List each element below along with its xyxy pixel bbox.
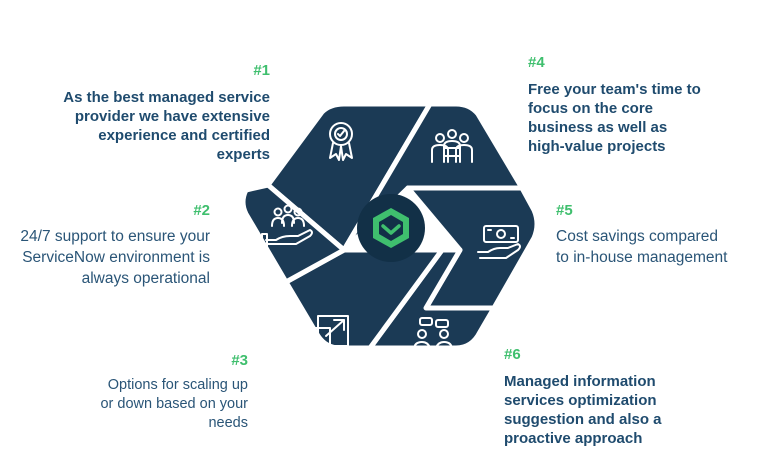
item-4-number: #4 [528, 54, 545, 71]
item-4-text: Free your team's time to focus on the co… [528, 81, 701, 155]
item-3-number: #3 [231, 352, 248, 369]
item-1-text: As the best managed service provider we … [63, 89, 270, 163]
item-3: #3 Options for scaling up or down based … [96, 352, 248, 433]
item-2-text: 24/7 support to ensure your ServiceNow e… [20, 228, 210, 287]
meeting-people-icon [409, 317, 457, 353]
team-group-icon [431, 129, 473, 163]
item-1: #1 As the best managed service provider … [60, 62, 270, 164]
item-2: #2 24/7 support to ensure your ServiceNo… [20, 202, 210, 289]
item-5-text: Cost savings compared to in-house manage… [556, 228, 728, 266]
item-4: #4 Free your team's time to focus on the… [528, 54, 708, 156]
item-6-text: Managed information services optimizatio… [504, 373, 662, 447]
center-badge [357, 194, 425, 262]
item-6: #6 Managed information services optimiza… [504, 346, 704, 448]
item-6-number: #6 [504, 346, 521, 363]
item-2-number: #2 [193, 202, 210, 219]
hand-money-icon [477, 225, 521, 259]
scale-arrow-icon [313, 315, 349, 347]
petal-2 [240, 182, 347, 285]
item-5: #5 Cost savings compared to in-house man… [556, 202, 728, 268]
hand-holding-people-icon [261, 204, 313, 247]
item-5-number: #5 [556, 202, 573, 219]
petal-6 [367, 247, 497, 351]
item-3-text: Options for scaling up or down based on … [100, 377, 248, 431]
item-1-number: #1 [253, 62, 270, 79]
hexagon-chevron-logo-icon [373, 208, 409, 248]
certificate-ribbon-icon [329, 122, 353, 161]
